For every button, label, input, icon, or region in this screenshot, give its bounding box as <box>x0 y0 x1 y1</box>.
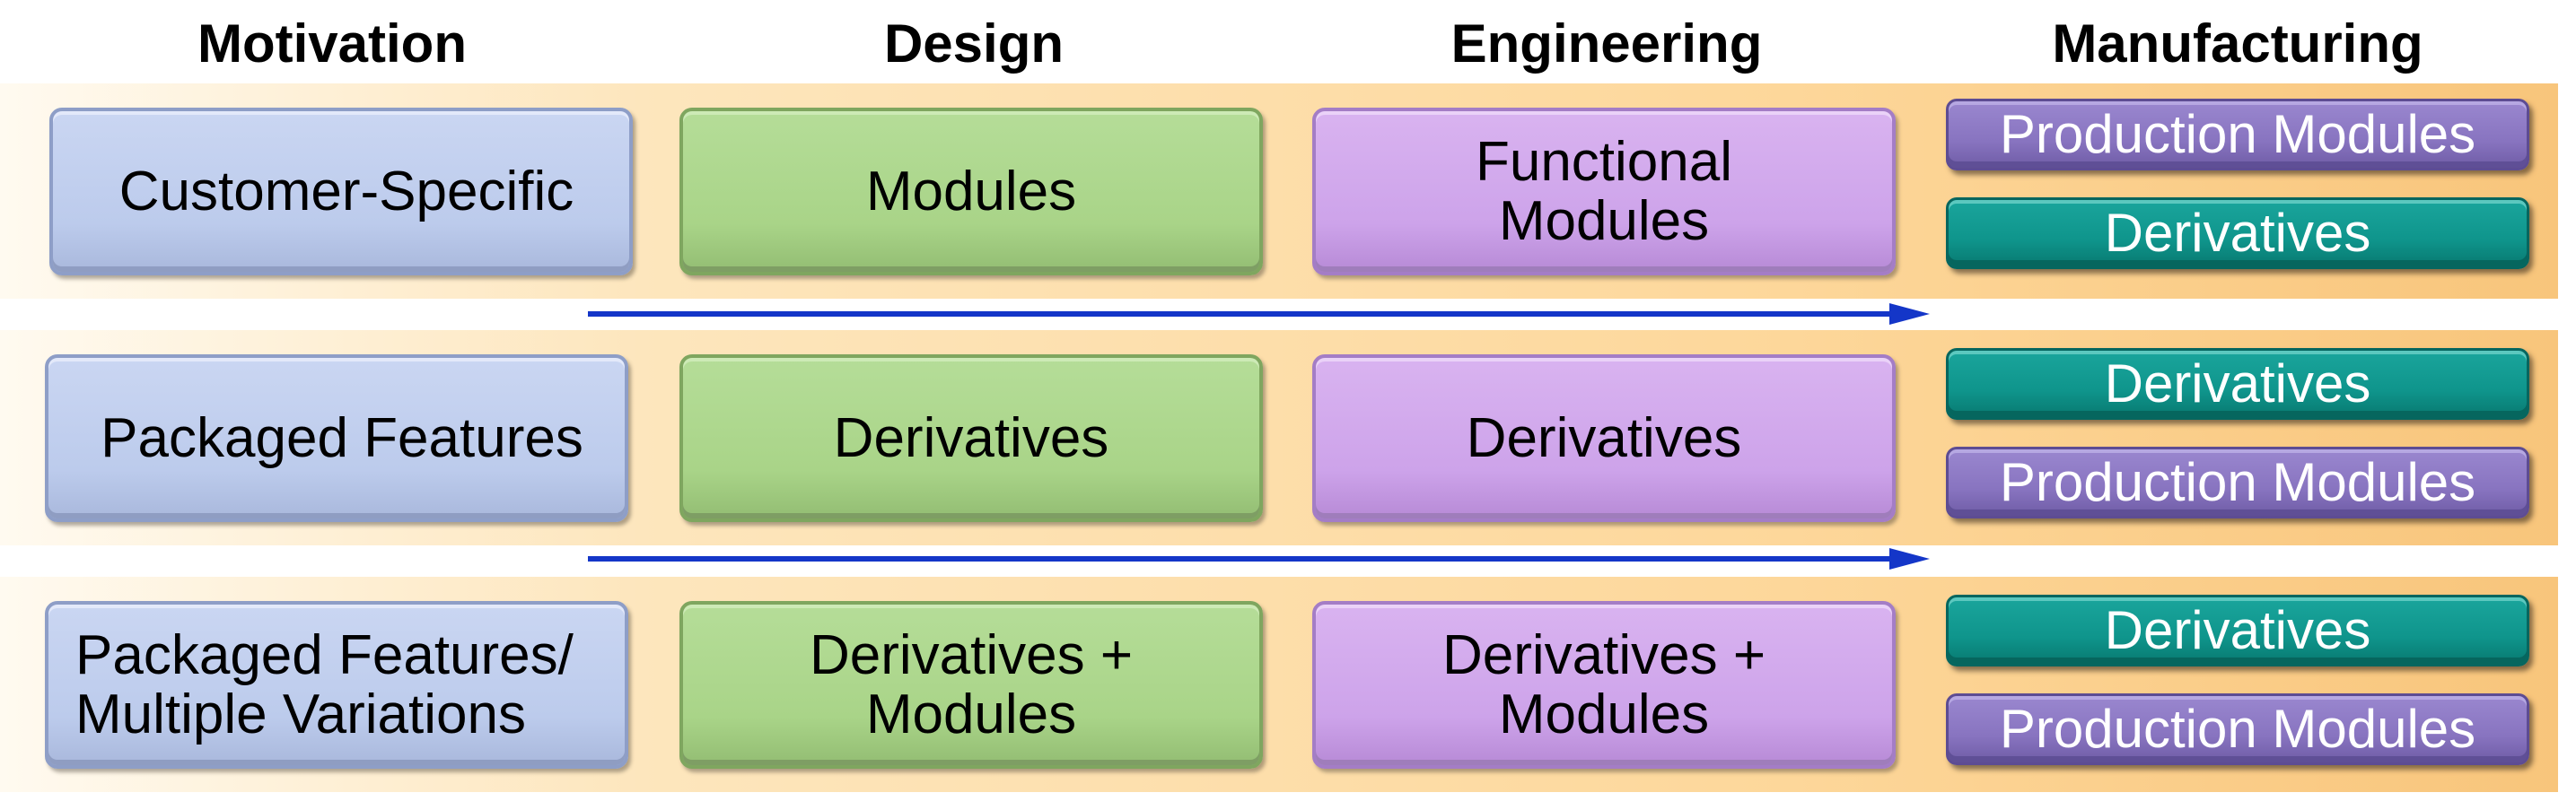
manufacturing-derivatives: Derivatives <box>1946 348 2529 420</box>
flow-arrow <box>588 303 1930 325</box>
manufacturing-production-modules: Production Modules <box>1946 693 2529 765</box>
design-box-derivatives: Derivatives <box>679 354 1263 522</box>
motivation-label: Customer-Specific <box>118 160 574 222</box>
motivation-box-multiple-variations: Packaged Features/ Multiple Variations <box>45 601 628 769</box>
manufacturing-label: Production Modules <box>1999 452 2476 512</box>
design-box-modules: Modules <box>679 108 1263 275</box>
manufacturing-label: Derivatives <box>2104 600 2371 660</box>
motivation-header: Motivation <box>197 13 467 74</box>
engineering-label: Derivatives <box>1466 406 1742 469</box>
engineering-box-functional-modules: Functional Modules <box>1312 108 1896 275</box>
engineering-header: Engineering <box>1450 13 1763 74</box>
design-label: Derivatives <box>833 406 1109 469</box>
design-label: Modules <box>865 160 1077 222</box>
motivation-label: Packaged Features/ Multiple Variations <box>75 623 574 745</box>
manufacturing-derivatives: Derivatives <box>1946 595 2529 666</box>
motivation-label: Packaged Features <box>101 406 583 469</box>
manufacturing-production-modules: Production Modules <box>1946 447 2529 518</box>
design-header: Design <box>883 13 1065 74</box>
engineering-label: Derivatives + Modules <box>1441 623 1766 745</box>
manufacturing-label: Derivatives <box>2104 203 2371 263</box>
manufacturing-header: Manufacturing <box>2052 13 2423 74</box>
motivation-box-customer-specific: Customer-Specific <box>49 108 633 275</box>
manufacturing-label: Production Modules <box>1999 104 2476 164</box>
engineering-box-derivatives: Derivatives <box>1312 354 1896 522</box>
motivation-box-packaged-features: Packaged Features <box>45 354 628 522</box>
manufacturing-label: Derivatives <box>2104 353 2371 414</box>
design-box-derivatives-modules: Derivatives + Modules <box>679 601 1263 769</box>
engineering-label: Functional Modules <box>1475 130 1733 252</box>
design-label: Derivatives + Modules <box>809 623 1134 745</box>
manufacturing-label: Production Modules <box>1999 699 2476 759</box>
flow-arrow <box>588 548 1930 570</box>
engineering-box-derivatives-modules: Derivatives + Modules <box>1312 601 1896 769</box>
manufacturing-production-modules: Production Modules <box>1946 99 2529 170</box>
manufacturing-derivatives: Derivatives <box>1946 197 2529 269</box>
